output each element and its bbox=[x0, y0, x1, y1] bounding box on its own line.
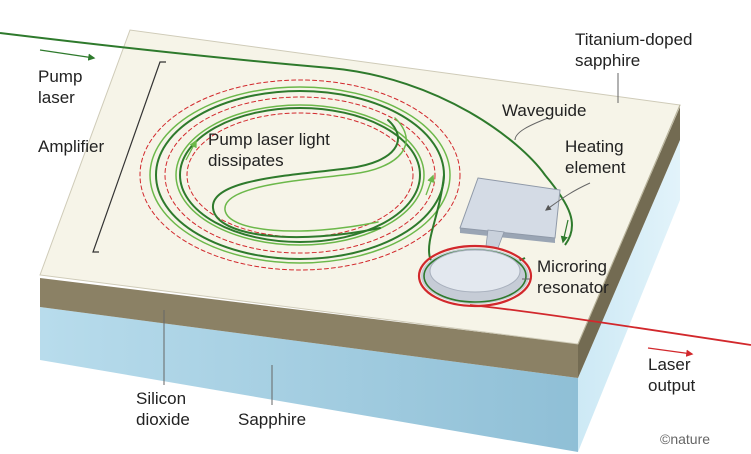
amplifier-spiral bbox=[139, 79, 461, 271]
spiral-loop-red-outer bbox=[139, 79, 461, 271]
label-titanium-doped-sapphire: Titanium-doped sapphire bbox=[575, 30, 697, 70]
spiral-loop-red-mid bbox=[164, 96, 436, 254]
leader-lines bbox=[163, 73, 619, 405]
spiral-loop-light-1 bbox=[149, 86, 451, 264]
spiral-s-turn-light bbox=[224, 117, 407, 232]
label-laser-output: Laser output bbox=[648, 355, 696, 395]
silicon-dioxide-side-face bbox=[578, 107, 680, 378]
label-heating-element: Heating element bbox=[565, 137, 628, 177]
ring-entry-arrow bbox=[560, 219, 569, 244]
label-microring-resonator: Microring resonator bbox=[537, 257, 612, 297]
spiral-s-turn-dark bbox=[211, 119, 399, 239]
heating-element bbox=[459, 177, 561, 249]
heater-pad-side bbox=[460, 228, 555, 243]
label-sapphire: Sapphire bbox=[238, 410, 306, 429]
spiral-loop-dark-2 bbox=[179, 107, 421, 243]
label-amplifier: Amplifier bbox=[38, 137, 104, 156]
silicon-dioxide-front-face bbox=[40, 278, 578, 378]
spiral-loop-light-2 bbox=[175, 104, 425, 246]
leader-heating bbox=[545, 182, 591, 211]
heater-pad-top bbox=[459, 177, 561, 239]
light-arrow-left bbox=[185, 139, 197, 161]
sapphire-front-face bbox=[40, 307, 578, 452]
pump-laser-beam bbox=[0, 32, 574, 246]
microring-resonator bbox=[417, 244, 533, 308]
ring-disk-top bbox=[429, 249, 521, 293]
sapphire-side-face bbox=[578, 140, 680, 452]
pump-laser-direction-arrow bbox=[39, 49, 96, 61]
nature-credit: ©nature bbox=[660, 431, 710, 447]
laser-output-beam bbox=[469, 304, 751, 346]
label-silicon-dioxide: Silicon dioxide bbox=[136, 389, 191, 429]
laser-output-arrow bbox=[647, 347, 694, 357]
light-arrow-right bbox=[425, 174, 435, 196]
leader-waveguide bbox=[514, 117, 549, 141]
label-waveguide: Waveguide bbox=[502, 101, 586, 120]
label-pump-laser: Pump laser bbox=[38, 67, 87, 107]
amplifier-bracket bbox=[92, 61, 166, 253]
label-pump-light-dissipates: Pump laser light dissipates bbox=[208, 130, 335, 170]
